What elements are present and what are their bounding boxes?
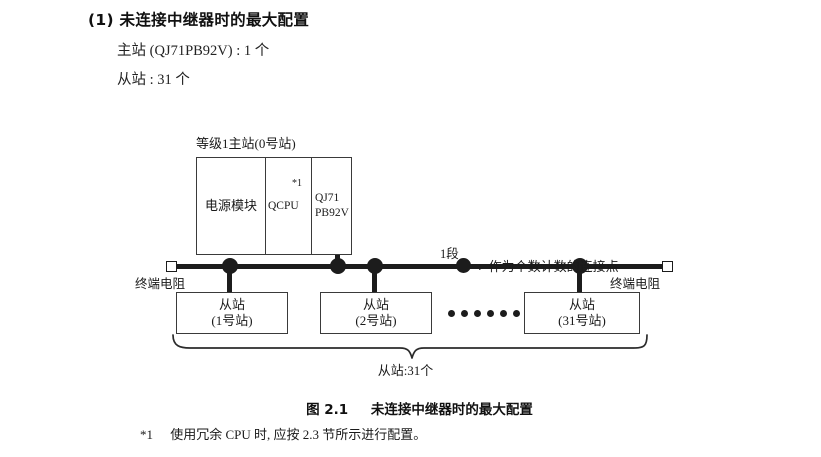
slave-station-number: (1号站) (211, 313, 253, 328)
figure-caption: 图 2.1 未连接中继器时的最大配置 (0, 398, 821, 418)
cpu-module-label: QCPU (268, 199, 299, 212)
connection-node (367, 258, 383, 274)
terminating-resistor-right-label: 终端电阻 (610, 277, 661, 291)
slave-station-number: (31号站) (558, 313, 606, 328)
footnote-text: 使用冗余 CPU 时, 应按 2.3 节所示进行配置。 (170, 427, 427, 442)
slave-drop-link (227, 269, 232, 293)
master-station-count-line: 主站 (QJ71PB92V) : 1 个 (117, 43, 270, 59)
ellipsis-dot (474, 310, 481, 317)
footnote-marker: *1 (140, 427, 153, 442)
terminating-resistor-left-label: 终端电阻 (135, 277, 186, 291)
slave-station-name: 从站 (362, 296, 389, 312)
segment-label: 1段 (440, 247, 459, 261)
legend-separator: : (478, 257, 482, 273)
slave-drop-link (372, 269, 377, 293)
slave-station-number: (2号站) (355, 313, 397, 328)
rack-divider (265, 158, 266, 254)
slave-station-box: 从站 (31号站) (524, 292, 640, 334)
power-supply-module-label: 电源模块 (204, 197, 257, 213)
slave-station-name: 从站 (218, 296, 245, 312)
slave-station-box: 从站 (1号站) (176, 292, 288, 334)
slave-station-count-line: 从站 : 31 个 (117, 72, 190, 88)
ellipsis-dot (500, 310, 507, 317)
heading-section: (1) 未连接中继器时的最大配置 主站 (QJ71PB92V) : 1 个 从站… (88, 8, 728, 89)
ellipsis-dot (487, 310, 494, 317)
connection-node (572, 258, 588, 274)
rack-divider (311, 158, 312, 254)
slave-station-box: 从站 (2号站) (320, 292, 432, 334)
legend: : 作为个数计数的连接点 (456, 256, 619, 275)
figure-number: 图 2.1 (306, 402, 349, 418)
filled-circle-icon (456, 258, 471, 273)
ellipsis-dot (461, 310, 468, 317)
power-supply-module: 电源模块 (197, 158, 265, 254)
cpu-footnote-marker: *1 (292, 178, 302, 189)
slave-station-name: 从站 (568, 296, 595, 312)
slave-total-label: 从站:31个 (377, 363, 434, 378)
figure-title: 未连接中继器时的最大配置 (370, 402, 533, 418)
ellipsis-dot (448, 310, 455, 317)
connection-node (330, 258, 346, 274)
cpu-module: QCPU *1 (265, 158, 314, 254)
profibus-bus-line (172, 264, 668, 269)
legend-text: 作为个数计数的连接点 (488, 259, 619, 274)
terminating-resistor-right (662, 261, 673, 272)
slave-stations-ellipsis (448, 310, 520, 317)
slave-group-brace (170, 334, 650, 365)
slave-drop-link (577, 269, 582, 293)
terminating-resistor-left (166, 261, 177, 272)
ellipsis-dot (513, 310, 520, 317)
page-title: (1) 未连接中继器时的最大配置 (88, 11, 310, 29)
footnote: *1 使用冗余 CPU 时, 应按 2.3 节所示进行配置。 (140, 424, 426, 443)
master-station-caption: 等级1主站(0号站) (196, 136, 296, 151)
connection-node (222, 258, 238, 274)
